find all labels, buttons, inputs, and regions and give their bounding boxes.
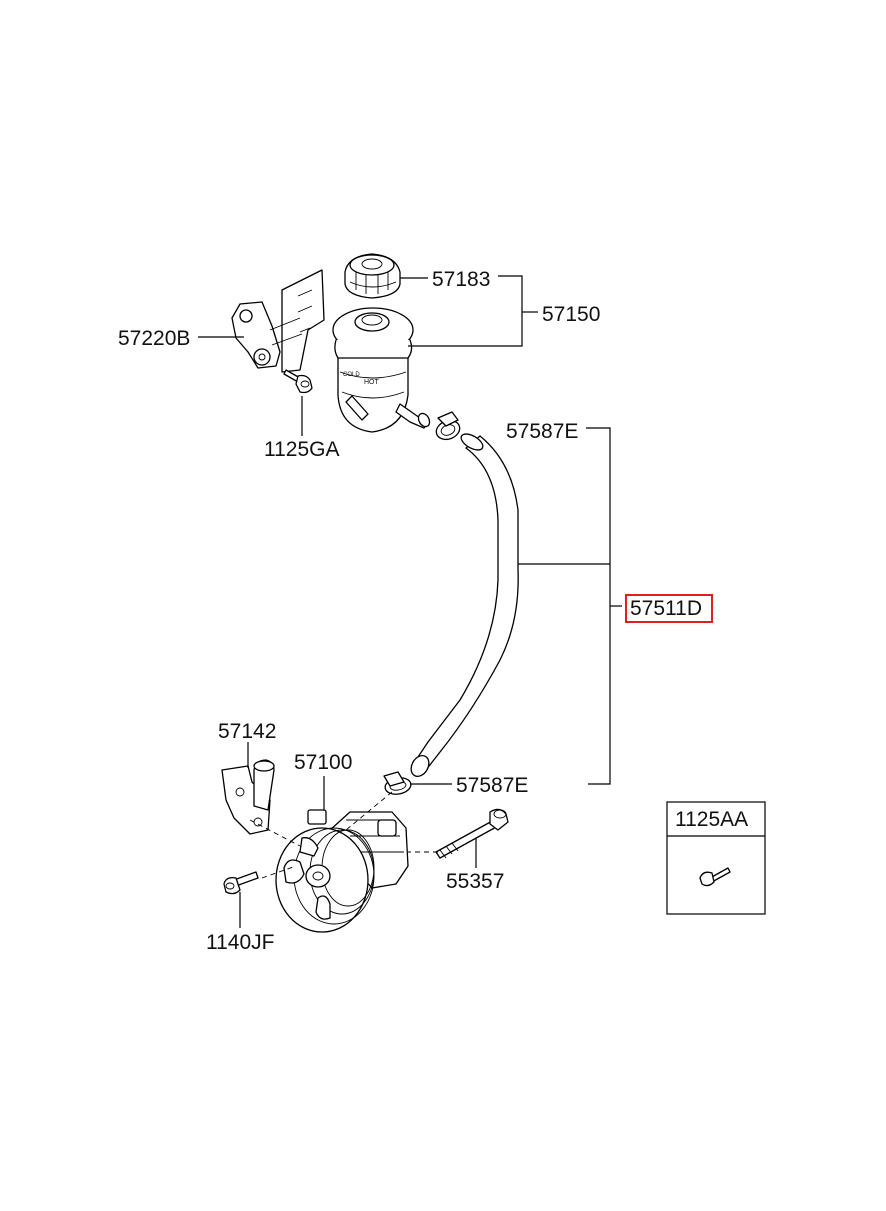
- label-57511d[interactable]: 57511D: [630, 597, 702, 620]
- highlight-box-57511d: [625, 594, 713, 623]
- bolt-1140jf[interactable]: [223, 871, 259, 895]
- reservoir-bracket[interactable]: [231, 269, 325, 373]
- label-1125aa[interactable]: 1125AA: [675, 808, 748, 831]
- label-57183[interactable]: 57183: [432, 268, 490, 291]
- return-hose[interactable]: [408, 431, 519, 780]
- label-57142[interactable]: 57142: [218, 720, 276, 743]
- leader-lines: [198, 275, 622, 928]
- reservoir-cap[interactable]: [344, 253, 401, 299]
- inset-1125aa[interactable]: [666, 801, 766, 915]
- label-57587e-bottom[interactable]: 57587E: [456, 774, 528, 797]
- label-1125ga[interactable]: 1125GA: [264, 438, 340, 461]
- bolt-1125ga[interactable]: [283, 369, 313, 394]
- reservoir-tank[interactable]: HOT COLD: [332, 307, 432, 433]
- pump-bracket[interactable]: [221, 759, 275, 835]
- label-57150[interactable]: 57150: [542, 303, 600, 326]
- hose-clamp-bottom[interactable]: [383, 771, 412, 796]
- reservoir-marking-hot: HOT: [364, 379, 380, 386]
- label-57587e-top[interactable]: 57587E: [506, 420, 578, 443]
- label-57220b[interactable]: 57220B: [118, 327, 190, 350]
- label-57100[interactable]: 57100: [294, 751, 352, 774]
- assembly-lines: [249, 791, 438, 879]
- label-1140jf[interactable]: 1140JF: [206, 931, 275, 954]
- bolt-1125aa-icon: [699, 867, 731, 887]
- power-steering-pump[interactable]: [275, 809, 409, 933]
- reservoir-marking-cold: COLD: [343, 372, 360, 378]
- hose-clamp-top[interactable]: [434, 411, 463, 443]
- label-55357[interactable]: 55357: [446, 870, 504, 893]
- bolt-55357[interactable]: [435, 808, 509, 859]
